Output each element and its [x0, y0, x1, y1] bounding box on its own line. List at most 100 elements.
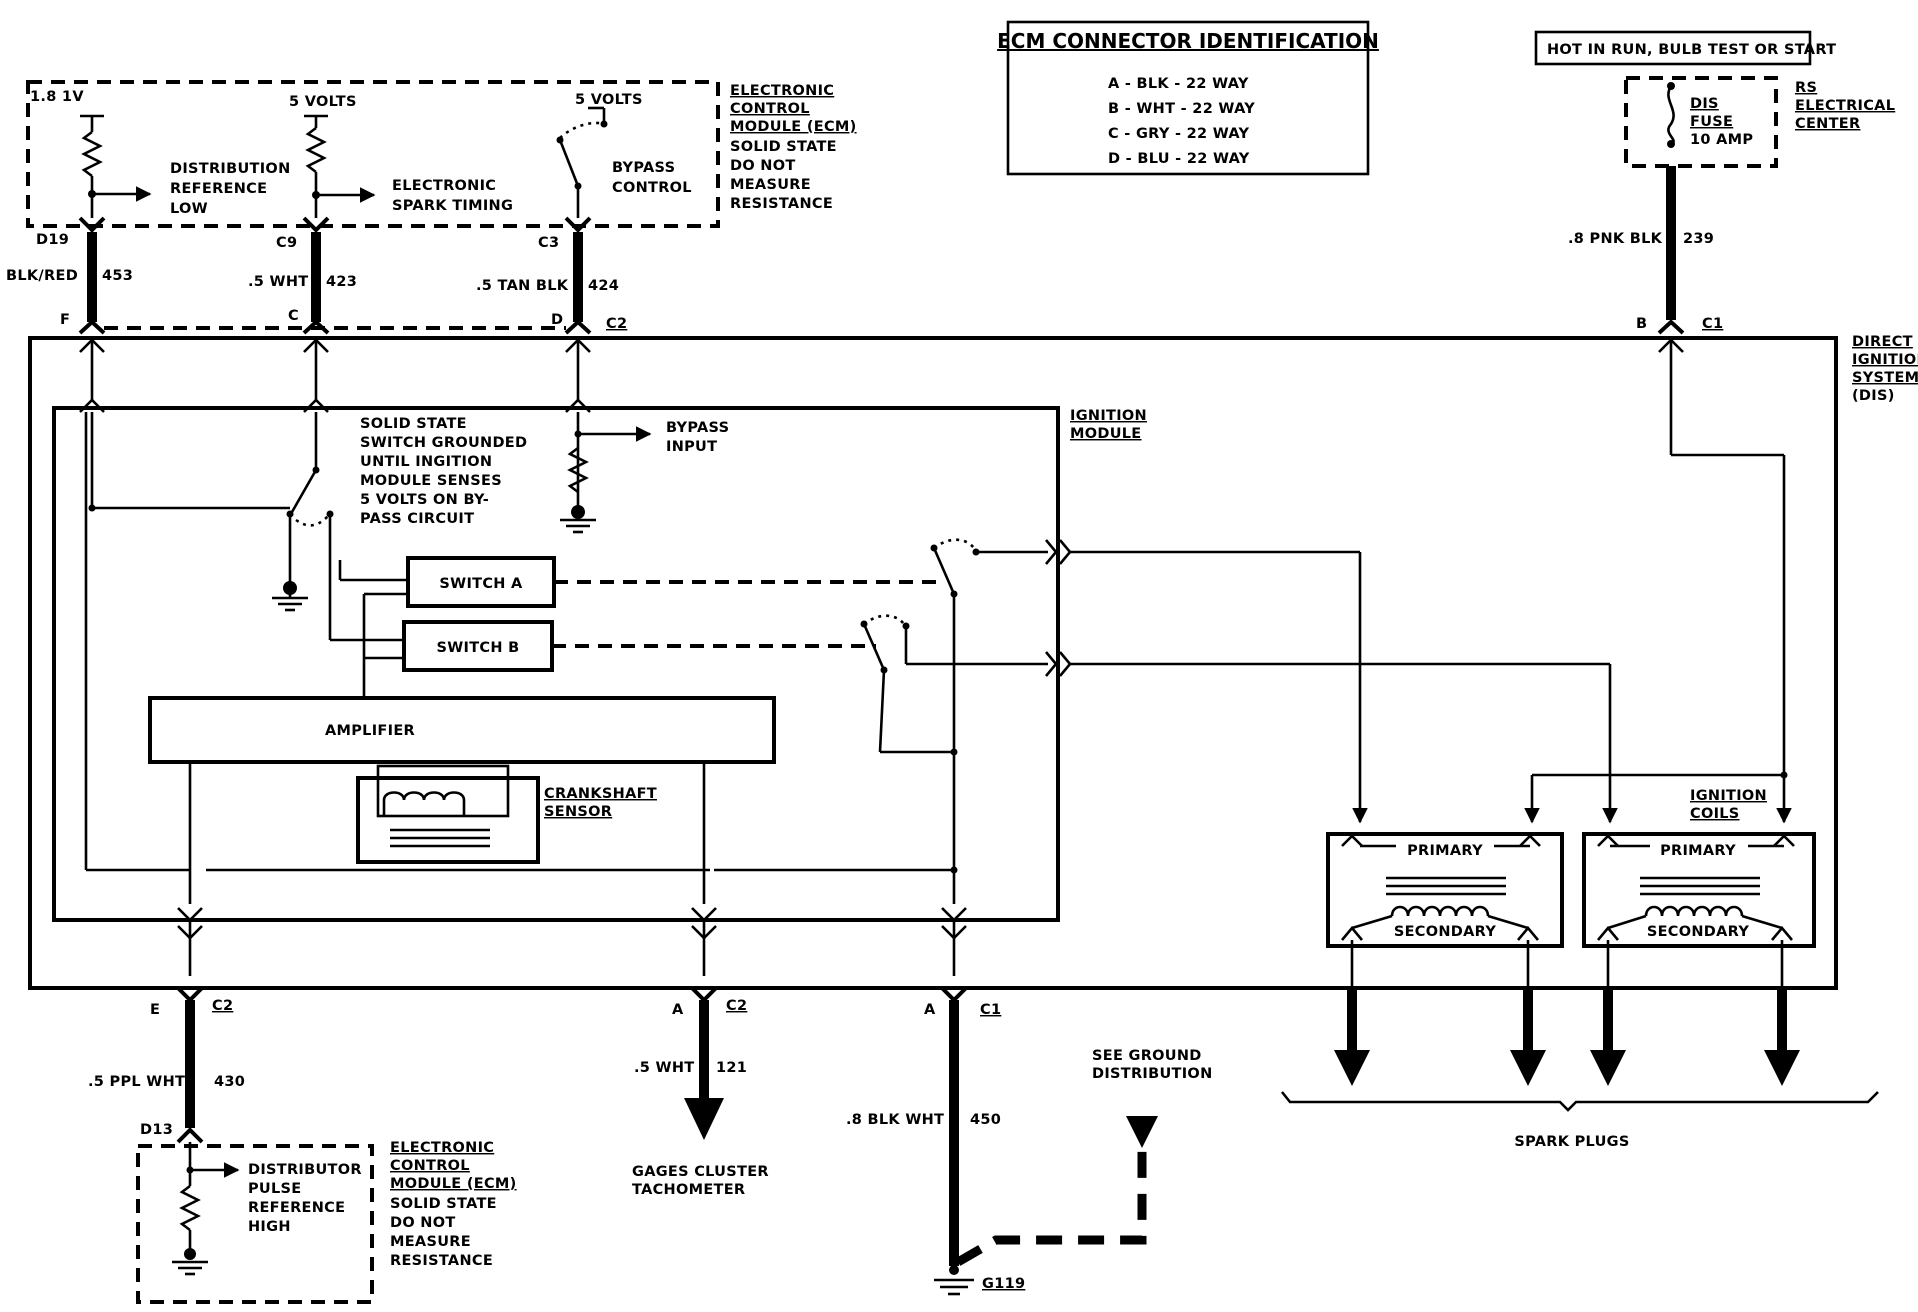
pin-label: C3	[538, 235, 559, 251]
est-label: ELECTRONIC	[392, 178, 496, 194]
spark-plugs-label: SPARK PLUGS	[1514, 1134, 1629, 1150]
wire-number-label: 430	[214, 1074, 245, 1090]
bypass-input-label: BYPASS	[666, 420, 729, 436]
coil-2: PRIMARY SECONDARY	[1582, 832, 1816, 948]
ecm-label: MODULE (ECM)	[730, 119, 857, 135]
ecm-label: MEASURE	[390, 1234, 471, 1250]
coil-1: PRIMARY SECONDARY	[1326, 832, 1564, 948]
pin-label: D	[551, 312, 563, 328]
solid-state-note: UNTIL INGITION	[360, 454, 492, 470]
ecm-label: DO NOT	[390, 1215, 456, 1231]
wire-color-label: .5 PPL WHT	[88, 1074, 185, 1090]
wire-color-label: .5 WHT	[248, 274, 308, 290]
pin-label: D19	[36, 232, 69, 248]
connector-label: C2	[606, 316, 627, 332]
wire-number-label: 423	[326, 274, 357, 290]
ecm-connector-entry: D - BLU - 22 WAY	[1108, 151, 1250, 167]
ecm-bottom: DISTRIBUTOR PULSE REFERENCE HIGH ELECTRO…	[136, 1140, 517, 1304]
crankshaft-label: SENSOR	[544, 804, 612, 820]
wire-color-label: .5 TAN BLK	[476, 278, 569, 294]
wire-color-label: .8 BLK WHT	[846, 1112, 944, 1128]
gages-label: TACHOMETER	[632, 1182, 745, 1198]
dist-pulse-label: PULSE	[248, 1181, 302, 1197]
fuse-label: DIS	[1690, 96, 1719, 112]
ecm-connector-id-title: ECM CONNECTOR IDENTIFICATION	[997, 29, 1379, 53]
ecm-connector-entry: B - WHT - 22 WAY	[1108, 101, 1255, 117]
coil-primary-label: PRIMARY	[1407, 843, 1483, 859]
pin-label: A	[672, 1002, 684, 1018]
pin-label: C	[288, 308, 299, 324]
wire-color-label: BLK/RED	[6, 268, 78, 284]
fuse-label: 10 AMP	[1690, 132, 1753, 148]
spark-plugs: SPARK PLUGS	[1280, 988, 1879, 1150]
voltage-label: 5 VOLTS	[289, 94, 357, 110]
pin-label: F	[60, 312, 70, 328]
ecm-label: RESISTANCE	[390, 1253, 493, 1269]
bypass-control-label: BYPASS	[612, 160, 675, 176]
ecm-label: SOLID STATE	[390, 1196, 497, 1212]
connector-label: C2	[212, 998, 233, 1014]
ecm-label: MEASURE	[730, 177, 811, 193]
wire-number-label: 424	[588, 278, 619, 294]
solid-state-note: MODULE SENSES	[360, 473, 502, 489]
wire-number-label: 239	[1683, 231, 1714, 247]
pin-label: D13	[140, 1122, 173, 1138]
pin-label: C9	[276, 235, 297, 251]
solid-state-note: PASS CIRCUIT	[360, 511, 474, 527]
ignition-module-label: MODULE	[1070, 426, 1142, 442]
ecm-label: SOLID STATE	[730, 139, 837, 155]
solid-state-note: SOLID STATE	[360, 416, 467, 432]
pin-label: B	[1636, 316, 1647, 332]
ecm-label: DO NOT	[730, 158, 796, 174]
dis-label: SYSTEM	[1852, 370, 1918, 386]
rs-center-label: RS	[1795, 80, 1817, 96]
ecm-label: RESISTANCE	[730, 196, 833, 212]
dist-pulse-label: DISTRIBUTOR	[248, 1162, 362, 1178]
ignition-coils-label: COILS	[1690, 806, 1740, 822]
voltage-label: 5 VOLTS	[575, 92, 643, 108]
rs-center-label: CENTER	[1795, 116, 1860, 132]
gages-label: GAGES CLUSTER	[632, 1164, 769, 1180]
pin-label: E	[150, 1002, 160, 1018]
ecm-connector-id-box: ECM CONNECTOR IDENTIFICATION A - BLK - 2…	[997, 20, 1379, 176]
see-ground-label: SEE GROUND	[1092, 1048, 1202, 1064]
ecm-connector-entry: C - GRY - 22 WAY	[1108, 126, 1250, 142]
ignition-module-label: IGNITION	[1070, 408, 1147, 424]
ecm-label: CONTROL	[730, 101, 810, 117]
crankshaft-label: CRANKSHAFT	[544, 786, 657, 802]
est-label: SPARK TIMING	[392, 198, 513, 214]
coil-secondary-label: SECONDARY	[1647, 924, 1749, 940]
connector-label: C1	[1702, 316, 1723, 332]
wire-number-label: 121	[716, 1060, 747, 1076]
dis-label: IGNITION	[1852, 352, 1918, 368]
ground-label: G119	[982, 1276, 1025, 1292]
ecm-label: MODULE (ECM)	[390, 1176, 517, 1192]
connector-label: C1	[980, 1002, 1001, 1018]
wire-color-label: .8 PNK BLK	[1568, 231, 1663, 247]
dist-pulse-label: REFERENCE	[248, 1200, 345, 1216]
wire-color-label: .5 WHT	[634, 1060, 694, 1076]
bypass-control-label: CONTROL	[612, 180, 692, 196]
ecm-label: ELECTRONIC	[390, 1140, 494, 1156]
solid-state-note: SWITCH GROUNDED	[360, 435, 527, 451]
dist-pulse-label: HIGH	[248, 1219, 291, 1235]
voltage-label: 1.8 1V	[30, 89, 84, 105]
dis-label: DIRECT	[1852, 334, 1913, 350]
bottom-wires: E C2 A C2 A C1 .5 PPL WHT 430 D13 .5 WHT…	[88, 986, 1212, 1296]
ecm-connector-entry: A - BLK - 22 WAY	[1108, 76, 1249, 92]
wire-number-label: 453	[102, 268, 133, 284]
dis-label: (DIS)	[1852, 388, 1895, 404]
connector-label: C2	[726, 998, 747, 1014]
amplifier-label: AMPLIFIER	[325, 723, 415, 739]
hot-in-run-label: HOT IN RUN, BULB TEST OR START	[1547, 42, 1836, 58]
ecm-top: 1.8 1V 5 VOLTS 5 VOLTS DISTRIBUTION REFE…	[26, 80, 857, 228]
dist-ref-low-label: REFERENCE	[170, 181, 267, 197]
fuse-label: FUSE	[1690, 114, 1733, 130]
switch-b-label: SWITCH B	[437, 640, 520, 656]
solid-state-note: 5 VOLTS ON BY-	[360, 492, 489, 508]
dist-ref-low-label: DISTRIBUTION	[170, 161, 291, 177]
rs-center-label: ELECTRICAL	[1795, 98, 1895, 114]
switch-a-label: SWITCH A	[439, 576, 523, 592]
pin-label: A	[924, 1002, 936, 1018]
